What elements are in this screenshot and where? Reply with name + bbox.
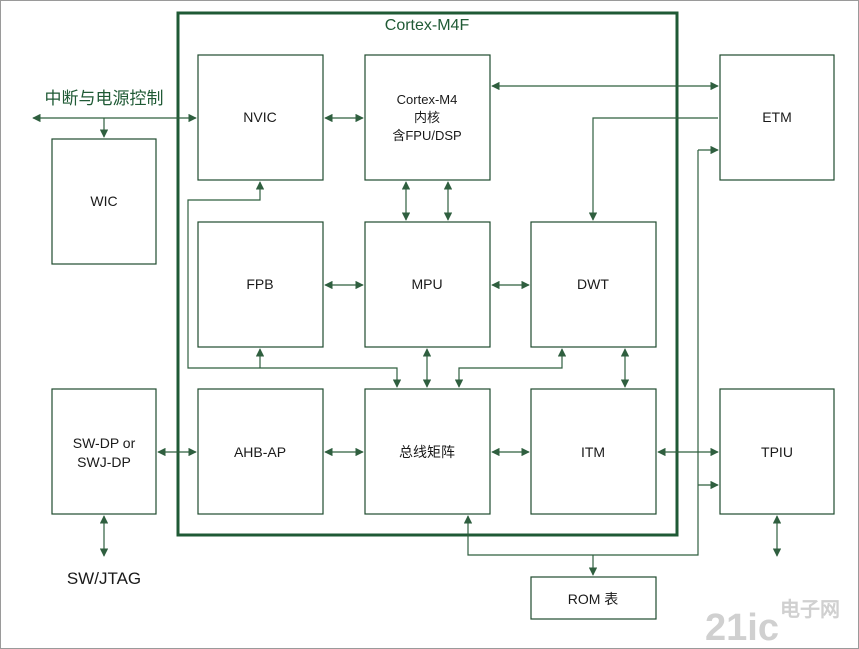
sw-dp-label-line2: SWJ-DP <box>77 454 131 470</box>
cortex-m4-label-line3: 含FPU/DSP <box>392 128 461 143</box>
watermark-logo-text: 21ic <box>705 607 779 649</box>
cortex-m4-label-line1: Cortex-M4 <box>397 92 458 107</box>
nvic-bus-arrow <box>187 181 402 388</box>
rom-table-block <box>530 576 657 620</box>
tpiu-block <box>719 388 835 515</box>
mpu-label: MPU <box>411 276 442 292</box>
itm-label: ITM <box>581 444 605 460</box>
watermark-site-text: 电子网 <box>780 598 840 621</box>
tpiu-label: TPIU <box>761 444 793 460</box>
core-title: Cortex-M4F <box>385 17 470 34</box>
cortex-m4-label-line2: 内核 <box>414 110 440 125</box>
ahb-ap-block <box>197 388 324 515</box>
ahb-ap-label: AHB-AP <box>234 444 286 460</box>
dwt-bus-arrow <box>454 348 567 388</box>
etm-block <box>719 54 835 181</box>
nvic-label: NVIC <box>243 109 276 125</box>
fpb-label: FPB <box>246 276 273 292</box>
wic-block <box>51 138 157 265</box>
etm-dwt-arrow <box>588 117 718 221</box>
interrupt-power-control-label: 中断与电源控制 <box>45 89 164 108</box>
bus-matrix-label: 总线矩阵 <box>399 444 455 460</box>
cortex-m4f-boundary <box>176 11 679 537</box>
cortex-m4-core-block <box>364 54 491 181</box>
dwt-block <box>530 221 657 348</box>
itm-block <box>530 388 657 515</box>
watermark-logo: 21ic 电子网 <box>705 598 840 649</box>
sw-dp-label-line1: SW-DP or <box>73 435 136 451</box>
etm-label: ETM <box>762 109 792 125</box>
sw-jtag-label: SW/JTAG <box>67 569 141 588</box>
rom-table-label: ROM 表 <box>568 591 619 607</box>
wic-label: WIC <box>90 193 117 209</box>
nvic-block <box>197 54 324 181</box>
bus-matrix-block <box>364 388 491 515</box>
etm-bus-return-line <box>463 150 699 556</box>
sw-dp-block <box>51 388 157 515</box>
dwt-label: DWT <box>577 276 609 292</box>
